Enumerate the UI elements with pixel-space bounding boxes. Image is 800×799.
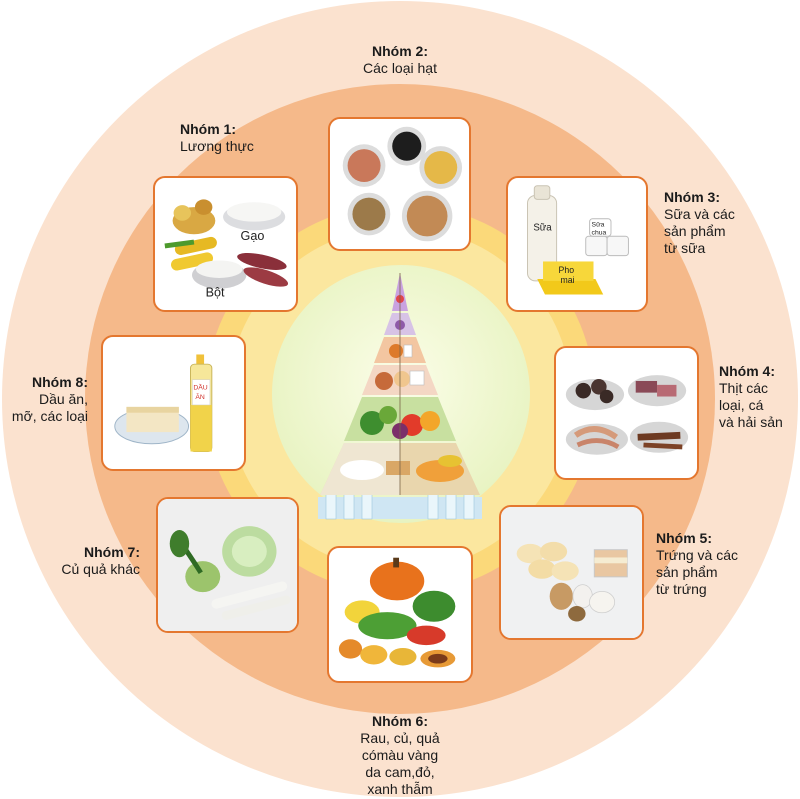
group-3-label: Nhóm 3: Sữa và các sản phẩm từ sữa [664, 189, 735, 257]
cheese-photo-label-1: Pho [559, 265, 575, 275]
group-3-title: Nhóm 3: [664, 189, 720, 205]
group-1-desc-1: Lương thực [180, 138, 254, 154]
group-6-desc-2: cómàu vàng [361, 747, 439, 763]
group-7-photo [156, 497, 299, 633]
group-3-desc-1: Sữa và các [664, 206, 735, 222]
group-7-label: Nhóm 7: Củ quả khác [30, 544, 140, 578]
group-3-desc-2: sản phẩm [664, 223, 726, 239]
group-2-photo [328, 117, 471, 251]
group-3-photo: Sữa Sữa chua Pho mai [506, 176, 648, 312]
group-5-desc-1: Trứng và các [656, 547, 738, 563]
food-pyramid-image [318, 273, 482, 520]
group-6-desc-4: xanh thẫm [367, 781, 433, 797]
group-1-label: Nhóm 1: Lương thực [180, 121, 254, 155]
group-8-desc-1: Dầu ăn, [38, 391, 88, 407]
group-5-photo [499, 505, 644, 640]
flour-photo-label: Bột [206, 285, 225, 299]
group-4-desc-3: và hải sản [719, 414, 783, 430]
group-4-photo [554, 346, 699, 480]
group-6-photo [327, 546, 473, 683]
group-8-title: Nhóm 8: [32, 374, 88, 390]
yogurt-photo-label-2: chua [592, 229, 607, 236]
group-6-desc-3: da cam,đỏ, [365, 764, 435, 780]
group-2-label: Nhóm 2: Các loại hạt [340, 43, 460, 77]
oil-photo-label-1: DẦU [193, 381, 207, 391]
rice-photo-label: Gạo [241, 229, 265, 243]
group-5-label: Nhóm 5: Trứng và các sản phẩm từ trứng [656, 530, 738, 598]
group-6-label: Nhóm 6: Rau, củ, quả cómàu vàng da cam,đ… [330, 713, 470, 798]
milk-photo-label: Sữa [533, 222, 552, 233]
group-8-label: Nhóm 8: Dầu ăn, mỡ, các loại [10, 374, 88, 425]
group-1-title: Nhóm 1: [180, 121, 236, 137]
group-4-title: Nhóm 4: [719, 363, 775, 379]
group-2-desc-1: Các loại hạt [363, 60, 437, 76]
group-7-desc-1: Củ quả khác [61, 561, 140, 577]
group-8-desc-2: mỡ, các loại [11, 408, 88, 424]
group-5-desc-2: sản phẩm [656, 564, 718, 580]
group-4-desc-1: Thịt các [719, 380, 769, 396]
group-6-desc-1: Rau, củ, quả [360, 730, 440, 746]
group-5-title: Nhóm 5: [656, 530, 712, 546]
group-6-title: Nhóm 6: [372, 713, 428, 729]
group-7-title: Nhóm 7: [84, 544, 140, 560]
yogurt-photo-label-1: Sữa [592, 222, 605, 229]
group-4-label: Nhóm 4: Thịt các loại, cá và hải sản [719, 363, 783, 431]
group-8-photo: DẦU ĂN [101, 335, 246, 471]
cheese-photo-label-2: mai [561, 275, 575, 285]
group-5-desc-3: từ trứng [656, 581, 707, 597]
group-2-title: Nhóm 2: [372, 43, 428, 59]
group-4-desc-2: loại, cá [719, 397, 764, 413]
group-3-desc-3: từ sữa [664, 240, 706, 256]
group-1-photo: Gạo Bột [153, 176, 298, 312]
oil-photo-label-2: ĂN [195, 392, 205, 401]
